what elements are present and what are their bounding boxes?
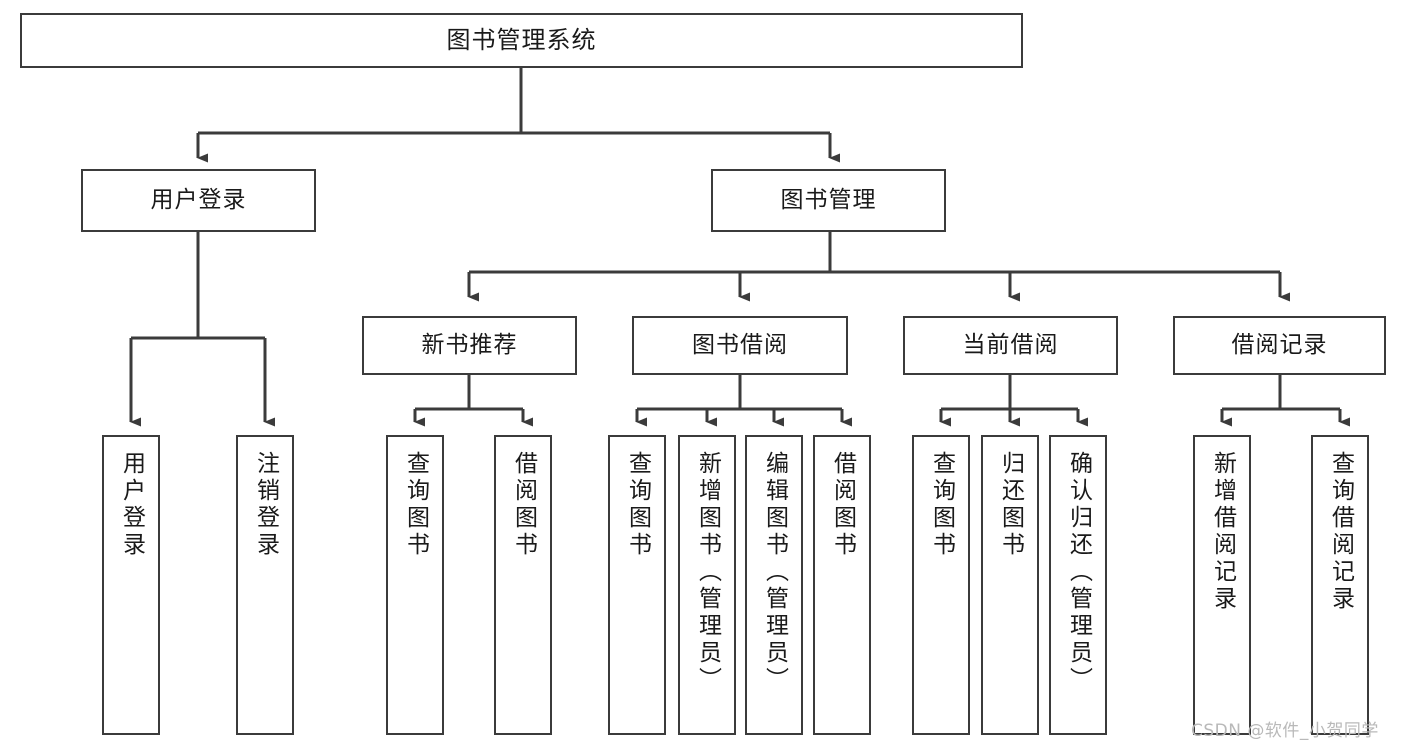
leaf-book-borrow-2-label: 新增图书（管理员） — [694, 451, 721, 694]
leaf-current-borrow-2-label: 归还图书 — [997, 451, 1024, 559]
leaf-current-borrow-1[interactable]: 查询图书 — [912, 435, 970, 735]
node-book-borrow-label: 图书借阅 — [692, 331, 788, 358]
leaf-new-book-2-label: 借阅图书 — [510, 451, 537, 559]
leaf-book-borrow-4-label: 借阅图书 — [829, 451, 856, 559]
leaf-borrow-record-1-label: 新增借阅记录 — [1209, 451, 1236, 613]
node-root[interactable]: 图书管理系统 — [20, 13, 1023, 68]
node-borrow-record[interactable]: 借阅记录 — [1173, 316, 1386, 375]
leaf-book-borrow-2[interactable]: 新增图书（管理员） — [678, 435, 736, 735]
node-user-login[interactable]: 用户登录 — [81, 169, 316, 232]
node-root-label: 图书管理系统 — [446, 26, 597, 55]
node-new-book-recommend[interactable]: 新书推荐 — [362, 316, 577, 375]
leaf-book-borrow-3-label: 编辑图书（管理员） — [761, 451, 788, 694]
leaf-book-borrow-4[interactable]: 借阅图书 — [813, 435, 871, 735]
leaf-borrow-record-2-label: 查询借阅记录 — [1327, 451, 1354, 613]
leaf-new-book-2[interactable]: 借阅图书 — [494, 435, 552, 735]
node-current-borrow-label: 当前借阅 — [962, 331, 1059, 358]
leaf-book-borrow-1[interactable]: 查询图书 — [608, 435, 666, 735]
leaf-user-login-1[interactable]: 用户登录 — [102, 435, 160, 735]
node-borrow-record-label: 借阅记录 — [1231, 331, 1328, 358]
leaf-current-borrow-3[interactable]: 确认归还（管理员） — [1049, 435, 1107, 735]
node-book-borrow[interactable]: 图书借阅 — [632, 316, 848, 375]
watermark: CSDN @软件_小贺同学 — [1191, 721, 1379, 741]
leaf-book-borrow-1-label: 查询图书 — [624, 451, 651, 559]
leaf-new-book-1-label: 查询图书 — [402, 451, 429, 559]
leaf-user-login-2-label: 注销登录 — [252, 451, 279, 559]
node-current-borrow[interactable]: 当前借阅 — [903, 316, 1118, 375]
leaf-borrow-record-2[interactable]: 查询借阅记录 — [1311, 435, 1369, 735]
leaf-user-login-1-label: 用户登录 — [118, 451, 145, 559]
node-book-manage-label: 图书管理 — [780, 186, 877, 213]
leaf-book-borrow-3[interactable]: 编辑图书（管理员） — [745, 435, 803, 735]
leaf-current-borrow-3-label: 确认归还（管理员） — [1065, 451, 1092, 694]
node-book-manage[interactable]: 图书管理 — [711, 169, 946, 232]
leaf-current-borrow-1-label: 查询图书 — [928, 451, 955, 559]
leaf-new-book-1[interactable]: 查询图书 — [386, 435, 444, 735]
leaf-user-login-2[interactable]: 注销登录 — [236, 435, 294, 735]
node-new-book-recommend-label: 新书推荐 — [421, 331, 518, 358]
node-user-login-label: 用户登录 — [150, 186, 247, 213]
leaf-current-borrow-2[interactable]: 归还图书 — [981, 435, 1039, 735]
leaf-borrow-record-1[interactable]: 新增借阅记录 — [1193, 435, 1251, 735]
